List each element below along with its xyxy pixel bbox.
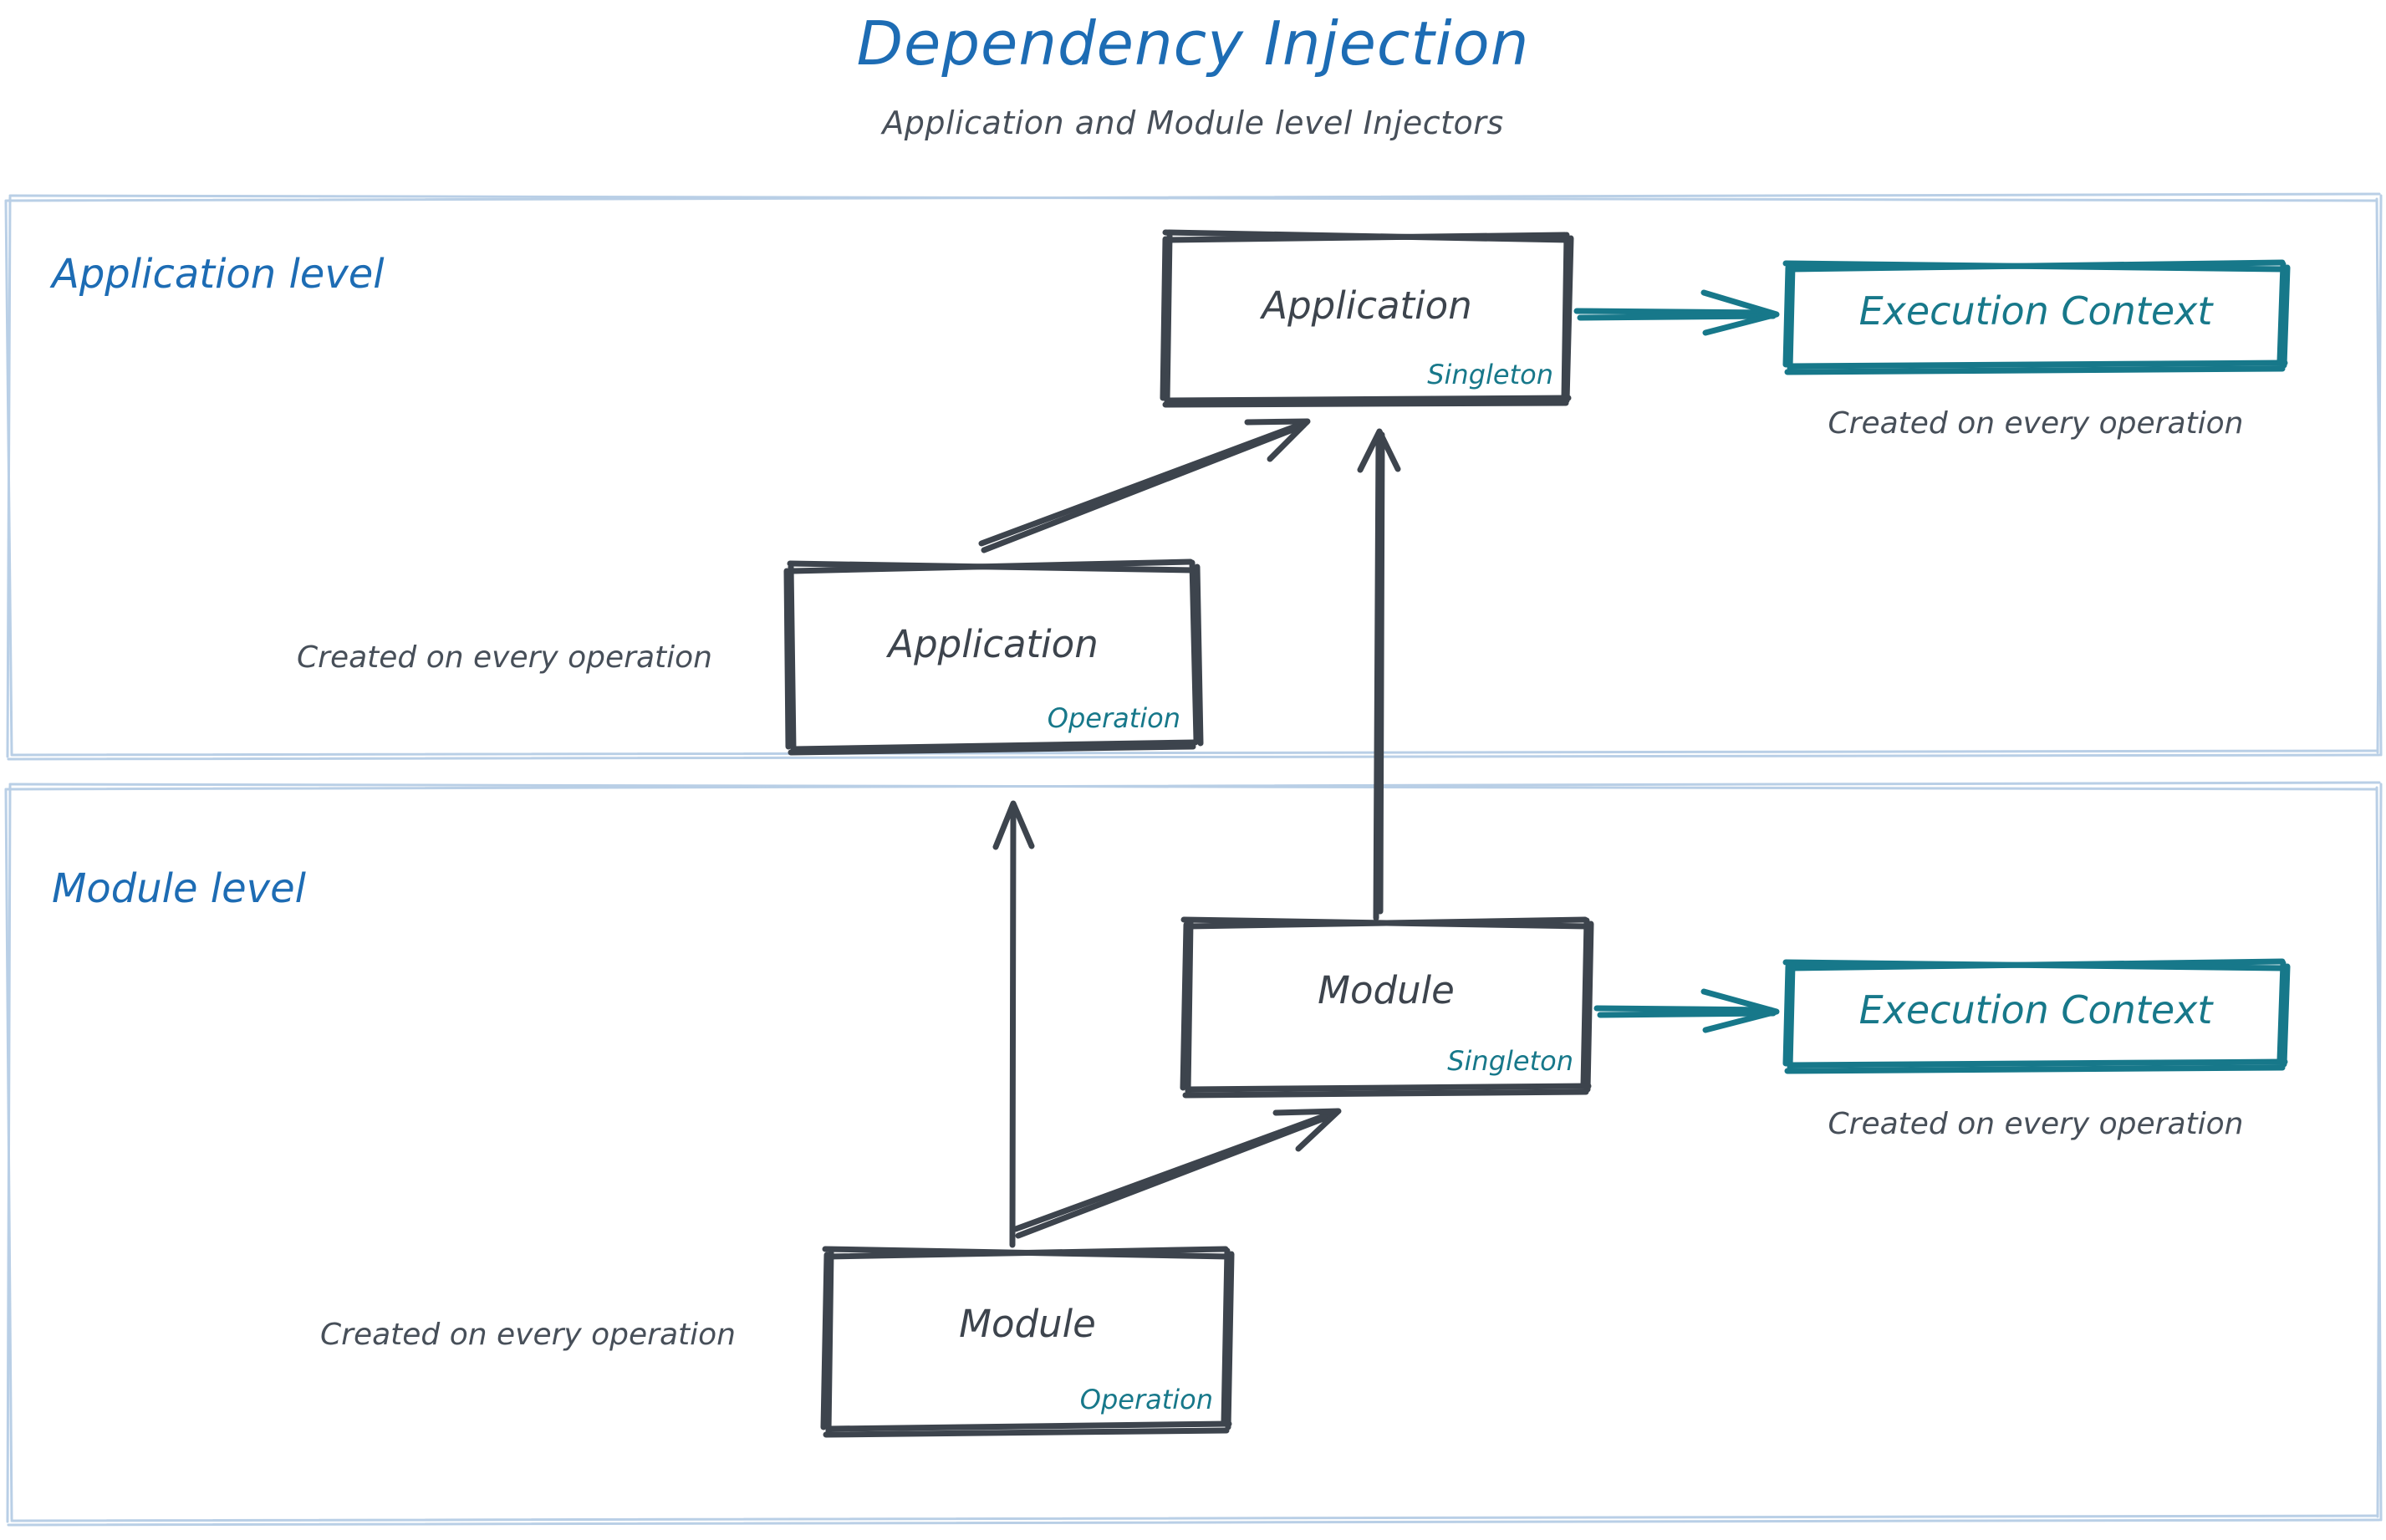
page-title: Dependency Injection: [856, 8, 1530, 79]
edge-module-singleton-to-application-singleton: [1357, 428, 1401, 921]
node-application-operation-scope: Operation: [1047, 702, 1180, 734]
note-exec-context-module: Created on every operation: [1828, 1107, 2244, 1141]
node-module-operation[interactable]: Module Operation: [825, 1250, 1230, 1427]
node-application-operation[interactable]: Application Operation: [789, 563, 1197, 747]
edge-application-operation-to-application-singleton: [978, 418, 1311, 553]
note-exec-context-application: Created on every operation: [1828, 406, 2244, 441]
note-module-operation: Created on every operation: [320, 1318, 736, 1352]
edge-module-operation-to-module-singleton: [1012, 1108, 1342, 1239]
node-module-operation-scope: Operation: [1079, 1384, 1213, 1415]
edge-application-singleton-to-execution-context: [1573, 289, 1780, 336]
node-module-singleton-title: Module: [1318, 968, 1455, 1012]
node-module-singleton[interactable]: Module Singleton: [1184, 920, 1588, 1089]
node-execution-context-application-title: Execution Context: [1858, 288, 2213, 334]
edge-module-operation-to-application-operation: [992, 800, 1035, 1248]
node-application-singleton-scope: Singleton: [1427, 359, 1553, 390]
node-application-operation-title: Application: [888, 622, 1099, 666]
node-module-singleton-scope: Singleton: [1447, 1045, 1573, 1077]
node-execution-context-application[interactable]: Execution Context: [1787, 263, 2285, 367]
node-application-singleton-title: Application: [1262, 283, 1472, 328]
node-module-operation-title: Module: [959, 1302, 1096, 1346]
panel-label-application-level: Application level: [52, 251, 385, 298]
node-application-singleton[interactable]: Application Singleton: [1165, 235, 1568, 402]
node-execution-context-module-title: Execution Context: [1858, 987, 2213, 1033]
edge-module-singleton-to-execution-context: [1593, 988, 1780, 1033]
page-subtitle: Application and Module level Injectors: [882, 105, 1504, 141]
note-application-operation: Created on every operation: [297, 640, 712, 675]
panel-label-module-level: Module level: [52, 865, 306, 912]
node-execution-context-module[interactable]: Execution Context: [1787, 962, 2285, 1066]
